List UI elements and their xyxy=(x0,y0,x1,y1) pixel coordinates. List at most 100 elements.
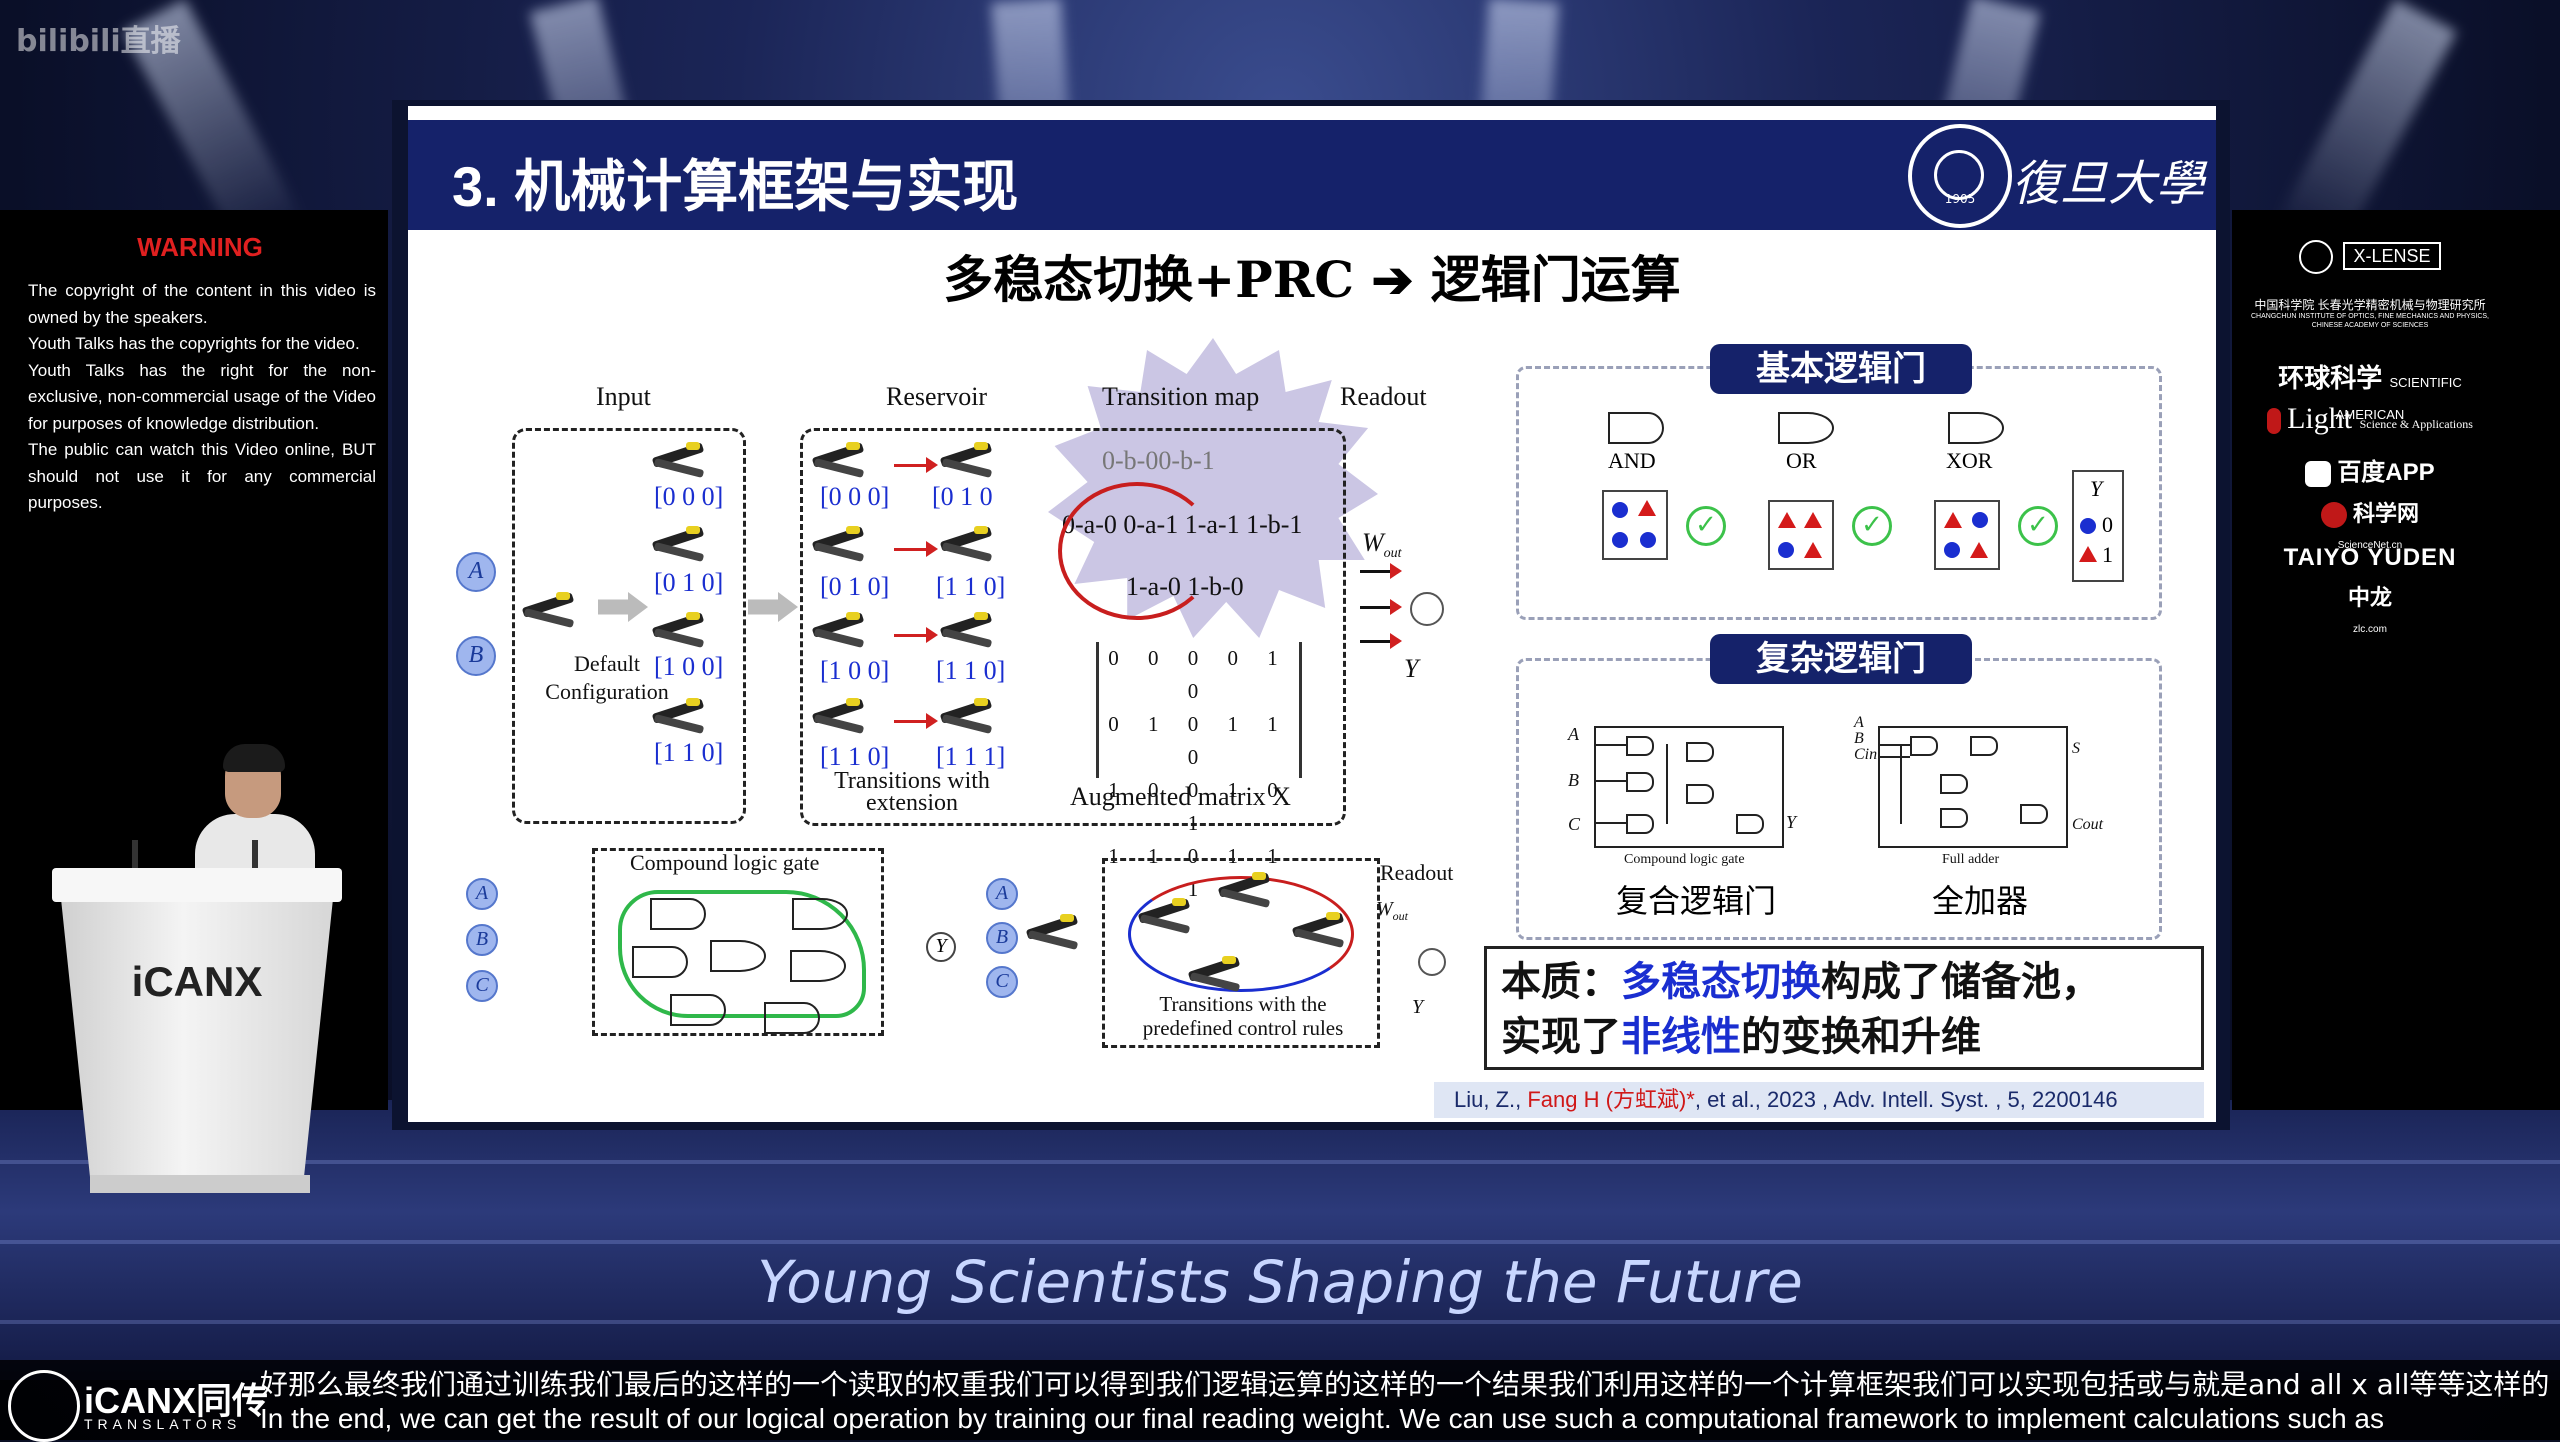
sponsor-sciam: 环球科学 SCIENTIFIC AMERICAN xyxy=(2278,363,2462,422)
transition-map-label: Transition map xyxy=(1102,382,1260,411)
full-adder-small-label: Full adder xyxy=(1942,852,2000,867)
readout-node xyxy=(1410,592,1444,626)
reservoir-code: [1 0 0] xyxy=(820,656,890,685)
matrix-row: 1 0 0 1 0 1 xyxy=(1108,778,1290,835)
transition-arrow xyxy=(894,541,938,557)
podium xyxy=(58,870,336,1190)
default-config-label: Default Configuration xyxy=(545,651,669,704)
and-truth-table xyxy=(1602,490,1668,560)
transition-arrow xyxy=(894,627,938,643)
sponsor-panel xyxy=(2232,210,2560,1110)
input-box xyxy=(512,428,746,824)
input-b-node: B xyxy=(456,636,496,676)
gate-name: OR xyxy=(1786,448,1817,473)
readout-arrow xyxy=(1360,599,1402,615)
essence-note: 本质：多稳态切换构成了储备池， 实现了非线性的变换和升维 xyxy=(1484,946,2204,1070)
full-adder-circuit xyxy=(1878,726,2068,848)
sponsor-taiyo: TAIYO YUDEN xyxy=(2283,544,2457,571)
pku-logo-icon xyxy=(2299,240,2334,274)
output-y-node: Y xyxy=(926,932,956,962)
microphone-icon xyxy=(132,840,138,880)
gate-name: AND xyxy=(1608,448,1656,473)
arrow-icon xyxy=(748,592,798,622)
transition-loop xyxy=(1058,482,1216,620)
config-icon xyxy=(808,440,868,480)
and-gate-icon xyxy=(650,898,706,930)
reservoir-box xyxy=(800,428,1346,826)
slide-subtitle: 多稳态切换+PRC ➔ 逻辑门运算 xyxy=(943,250,1681,309)
reservoir-code: [1 1 0] xyxy=(936,656,1006,685)
config-icon xyxy=(648,696,708,736)
input-b-node: B xyxy=(986,922,1018,954)
config-icon xyxy=(1214,870,1274,910)
readout-label: Readout xyxy=(1380,860,1454,885)
reservoir-code: [0 0 0] xyxy=(820,482,890,511)
config-icon xyxy=(808,696,868,736)
pin-label: C xyxy=(1568,814,1581,834)
output-legend: Y 0 1 xyxy=(2072,470,2124,582)
warning-line: Youth Talks has the copyrights for the v… xyxy=(28,334,360,353)
translators-globe-icon xyxy=(8,1370,80,1442)
or-gate-icon xyxy=(792,898,848,930)
readout-node xyxy=(1418,948,1446,976)
translators-brand: iCANX同传 xyxy=(84,1380,269,1421)
input-label: Input xyxy=(596,382,651,411)
compound-small-label: Compound logic gate xyxy=(1624,852,1745,867)
and-gate-icon xyxy=(1608,412,1664,444)
config-icon xyxy=(1134,896,1194,936)
default-config-icon xyxy=(518,590,578,630)
compound-circuit xyxy=(1594,726,1784,848)
output-y-label: Y xyxy=(1412,996,1424,1018)
warning-line: Youth Talks has the right for the non-ex… xyxy=(28,360,376,433)
config-icon xyxy=(936,610,996,650)
header-strip xyxy=(408,106,2216,120)
subtitle-bar xyxy=(0,1360,2560,1440)
config-icon xyxy=(936,696,996,736)
pin-label: B xyxy=(1854,730,1864,747)
light-logo-icon xyxy=(2267,408,2282,435)
translators-sub: TRANSLATORS xyxy=(84,1416,242,1432)
complex-gates-tag: 复杂逻辑门 xyxy=(1710,634,1972,684)
microphone-icon xyxy=(252,840,258,880)
input-b-node: B xyxy=(466,924,498,956)
xor-truth-table xyxy=(1934,500,2000,570)
xor-gate-icon xyxy=(1948,412,2004,444)
augmented-matrix: 0 0 0 0 1 0 0 1 0 1 1 0 1 0 0 1 0 1 1 1 … xyxy=(1096,642,1302,901)
config-icon xyxy=(648,440,708,480)
transition-arrow xyxy=(894,457,938,473)
matrix-row: 0 1 0 1 1 0 xyxy=(1108,712,1290,769)
pin-label: B xyxy=(1568,770,1579,790)
wout-label: Wout xyxy=(1362,528,1402,562)
slide: 3. 机械计算框架与实现 1905 復旦大學 多稳态切换+PRC ➔ 逻辑门运算… xyxy=(408,106,2216,1122)
transitions-extension-label: Transitions with extension xyxy=(834,768,990,816)
warning-title: WARNING xyxy=(137,232,263,262)
config-icon xyxy=(936,524,996,564)
input-a-node: A xyxy=(466,878,498,910)
config-icon xyxy=(1184,954,1244,994)
reservoir-code: [1 1 0] xyxy=(820,742,890,771)
stage-floor xyxy=(0,1100,2560,1380)
readout-arrow xyxy=(1360,633,1402,649)
wout-label: Wout xyxy=(1376,898,1409,923)
sponsor-light: Light Science & Applications xyxy=(2250,402,2490,436)
warning-line: The public can watch this Video online, … xyxy=(28,440,376,512)
event-tagline: Young Scientists Shaping the Future xyxy=(757,1248,1803,1316)
config-icon xyxy=(808,610,868,650)
input-c-node: C xyxy=(986,966,1018,998)
config-icon xyxy=(936,440,996,480)
or-gate-icon xyxy=(1778,412,1834,444)
matrix-row: 1 1 0 1 1 1 xyxy=(1108,844,1290,901)
input-code: [1 1 0] xyxy=(654,738,724,767)
input-code: [1 0 0] xyxy=(654,652,724,681)
full-adder-caption: 全加器 xyxy=(1932,882,2029,920)
input-code: [0 0 0] xyxy=(654,482,724,511)
sponsor-xlense: X-LENSE xyxy=(2250,240,2490,274)
sponsor-baidu: 百度APP xyxy=(2250,452,2490,487)
transition-cycle xyxy=(1128,876,1354,992)
input-a-node: A xyxy=(986,878,1018,910)
subtitle-chinese: 好那么最终我们通过训练我们最后的这样的一个读取的权重我们可以得到我们逻辑运算的这… xyxy=(260,1368,2550,1401)
compound-gate-caption: 复合逻辑门 xyxy=(1616,882,1777,920)
